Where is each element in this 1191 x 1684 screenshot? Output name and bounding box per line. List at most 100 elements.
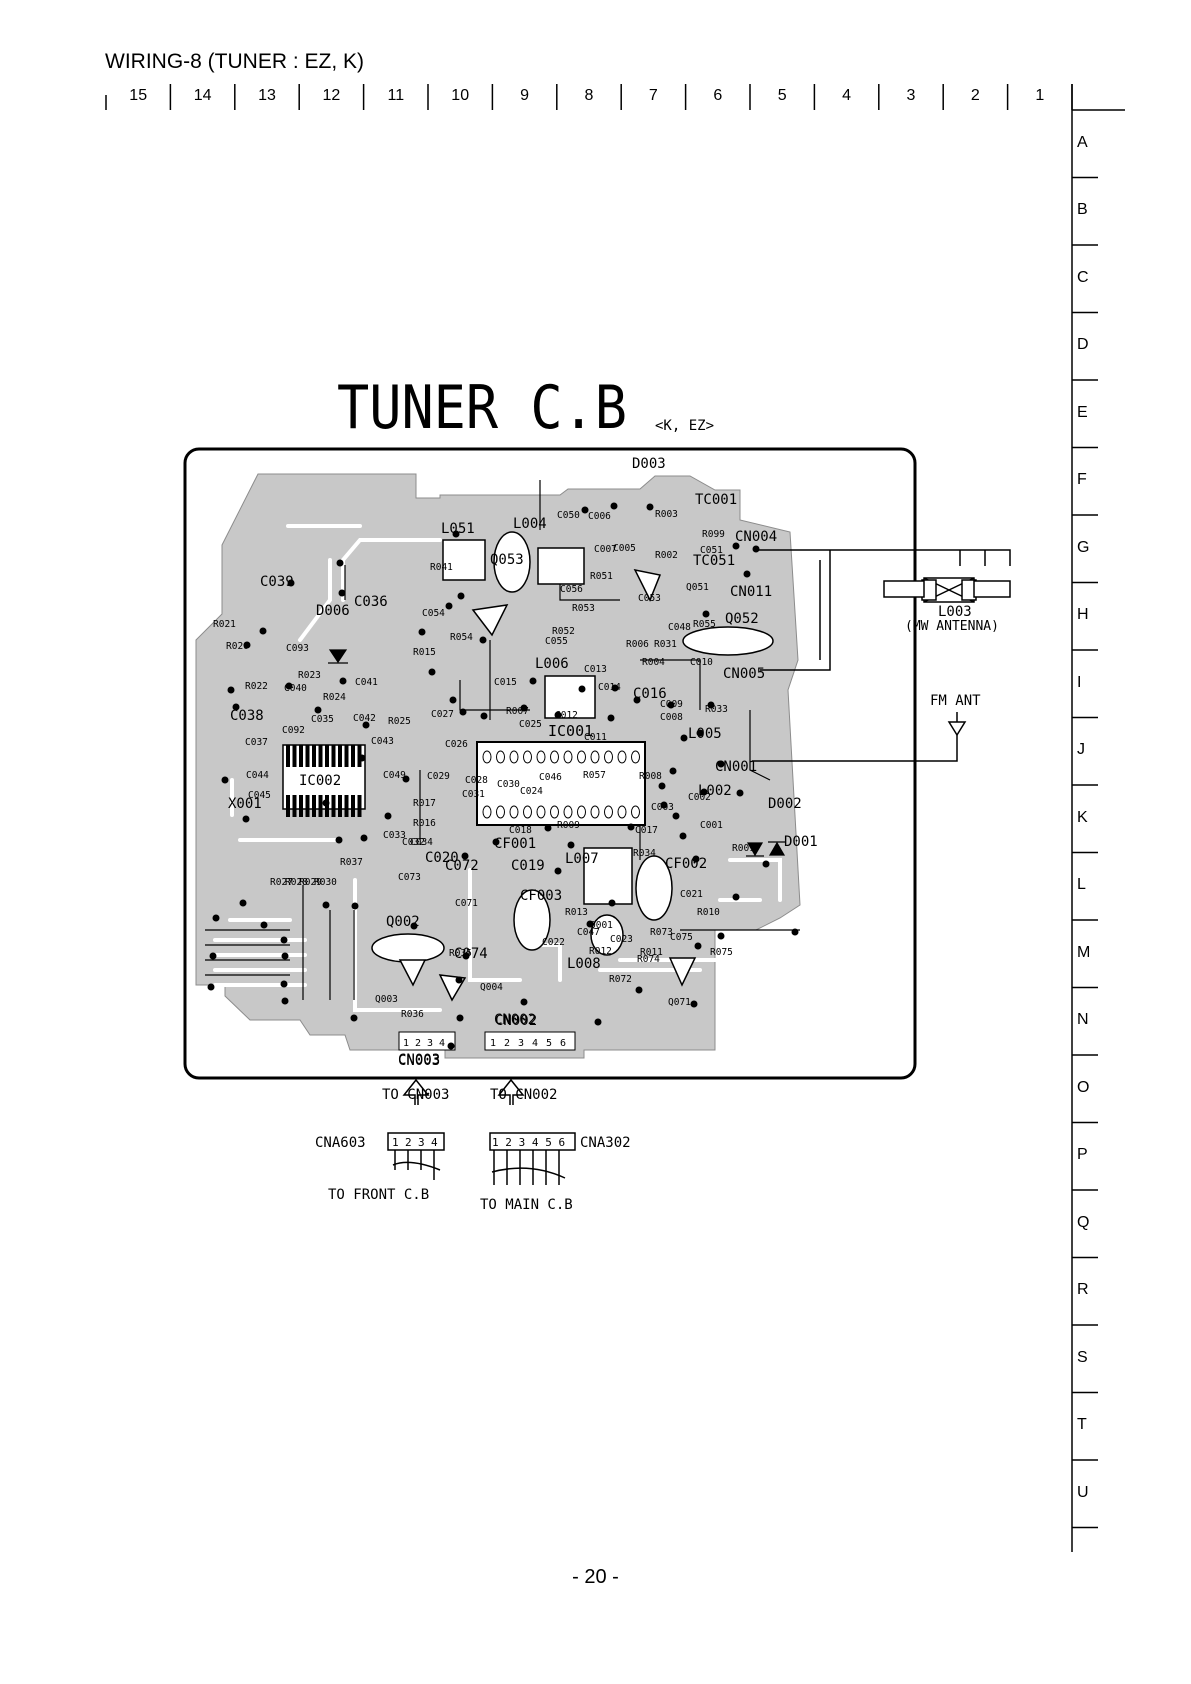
- cna302-pins-pin: 1: [492, 1136, 499, 1149]
- via: [608, 899, 616, 907]
- component-label-l006: L006: [535, 656, 569, 672]
- row-label-M: M: [1077, 943, 1091, 961]
- row-label-C: C: [1077, 268, 1089, 286]
- component-label-r011: R011: [640, 947, 663, 958]
- via: [362, 721, 370, 729]
- component-label-cf001: CF001: [494, 836, 536, 852]
- component-label-tc001: TC001: [695, 492, 737, 508]
- fm-antenna: [752, 712, 967, 762]
- via: [221, 776, 229, 784]
- component-label-c092: C092: [282, 725, 305, 736]
- component-label-c071: C071: [455, 898, 478, 909]
- column-ticks: [169, 84, 1073, 110]
- via: [679, 832, 687, 840]
- cn003-pin: 4: [439, 1038, 445, 1049]
- component-label-c041: C041: [355, 677, 378, 688]
- component-label-c051: C051: [700, 545, 723, 556]
- component-label-c002: C002: [688, 792, 711, 803]
- via: [791, 928, 799, 936]
- component-label-cf003: CF003: [520, 888, 562, 904]
- cn003-footprint: [398, 1031, 456, 1051]
- component-label-r075: R075: [710, 947, 733, 958]
- via: [360, 834, 368, 842]
- component-label-r020: R020: [226, 641, 249, 652]
- row-label-J: J: [1077, 741, 1085, 759]
- via: [492, 838, 500, 846]
- row-label-A: A: [1077, 133, 1088, 151]
- via: [456, 1014, 464, 1022]
- column-label-9: 9: [520, 87, 530, 104]
- column-label-6: 6: [713, 87, 723, 104]
- column-label-3: 3: [906, 87, 916, 104]
- cn002-pin: 5: [546, 1038, 552, 1049]
- component-label-c021: C021: [680, 889, 703, 900]
- mw-antenna-label: (MW ANTENNA): [905, 619, 999, 634]
- via: [260, 921, 268, 929]
- via: [452, 530, 460, 538]
- front-cb-label: TO FRONT C.B: [328, 1187, 429, 1203]
- cna603-pins-pin: 2: [405, 1136, 412, 1149]
- via: [351, 902, 359, 910]
- component-label-c047: C047: [577, 927, 600, 938]
- via: [322, 901, 330, 909]
- via: [462, 952, 470, 960]
- component-label-r041: R041: [430, 562, 453, 573]
- via: [350, 1014, 358, 1022]
- component-label-c034: C034: [410, 837, 433, 848]
- cn002-pin: 4: [532, 1038, 538, 1049]
- row-label-Q: Q: [1077, 1213, 1090, 1231]
- cna302-label: CNA302: [580, 1135, 631, 1151]
- component-label-l051: L051: [441, 521, 475, 537]
- via: [227, 686, 235, 694]
- cna603-pins-pin: 4: [431, 1136, 438, 1149]
- via: [692, 855, 700, 863]
- component-label-c015: C015: [494, 677, 517, 688]
- component-label-c026: C026: [445, 739, 468, 750]
- component-label-cf002: CF002: [665, 856, 707, 872]
- component-label-c020: C020: [425, 850, 459, 866]
- component-label-c044: C044: [246, 770, 269, 781]
- component-label-r029: R029: [299, 877, 322, 888]
- svg-text:IC001: IC001: [548, 722, 593, 740]
- dark-traces: [205, 480, 800, 1000]
- via: [762, 860, 770, 868]
- row-label-H: H: [1077, 606, 1089, 624]
- component-label-c009: C009: [660, 699, 683, 710]
- component-label-c037: C037: [245, 737, 268, 748]
- via: [314, 706, 322, 714]
- component-label-c028: C028: [465, 775, 488, 786]
- via: [700, 788, 708, 796]
- component-label-r073: R073: [650, 927, 673, 938]
- via: [707, 701, 715, 709]
- via: [660, 801, 668, 809]
- component-label-q004: Q004: [480, 982, 503, 993]
- component-label-r021: R021: [213, 619, 236, 630]
- via: [529, 677, 537, 685]
- component-label-c043: C043: [371, 736, 394, 747]
- component-label-c046: C046: [539, 772, 562, 783]
- component-label-c025: C025: [519, 719, 542, 730]
- component-label-r072: R072: [609, 974, 632, 985]
- via: [287, 579, 295, 587]
- via: [445, 602, 453, 610]
- cn002-pin: 2: [504, 1038, 510, 1049]
- to-cn003-label: TO CN003: [382, 1087, 449, 1103]
- via: [212, 914, 220, 922]
- via: [285, 682, 293, 690]
- component-label-l005: L005: [688, 726, 722, 742]
- board-title: TUNER C.B: [337, 373, 627, 443]
- component-label-q071: Q071: [668, 997, 691, 1008]
- cna302-pins-pin: 3: [519, 1136, 526, 1149]
- via: [339, 677, 347, 685]
- cna302-pins-pin: 6: [559, 1136, 566, 1149]
- component-label-c010: C010: [690, 657, 713, 668]
- component-label-d001: D001: [784, 834, 818, 850]
- via: [578, 685, 586, 693]
- column-label-5: 5: [777, 87, 787, 104]
- row-label-R: R: [1077, 1281, 1089, 1299]
- component-label-q053: Q053: [490, 552, 524, 568]
- via: [680, 734, 688, 742]
- cn002-board-label: CN002: [495, 1013, 537, 1029]
